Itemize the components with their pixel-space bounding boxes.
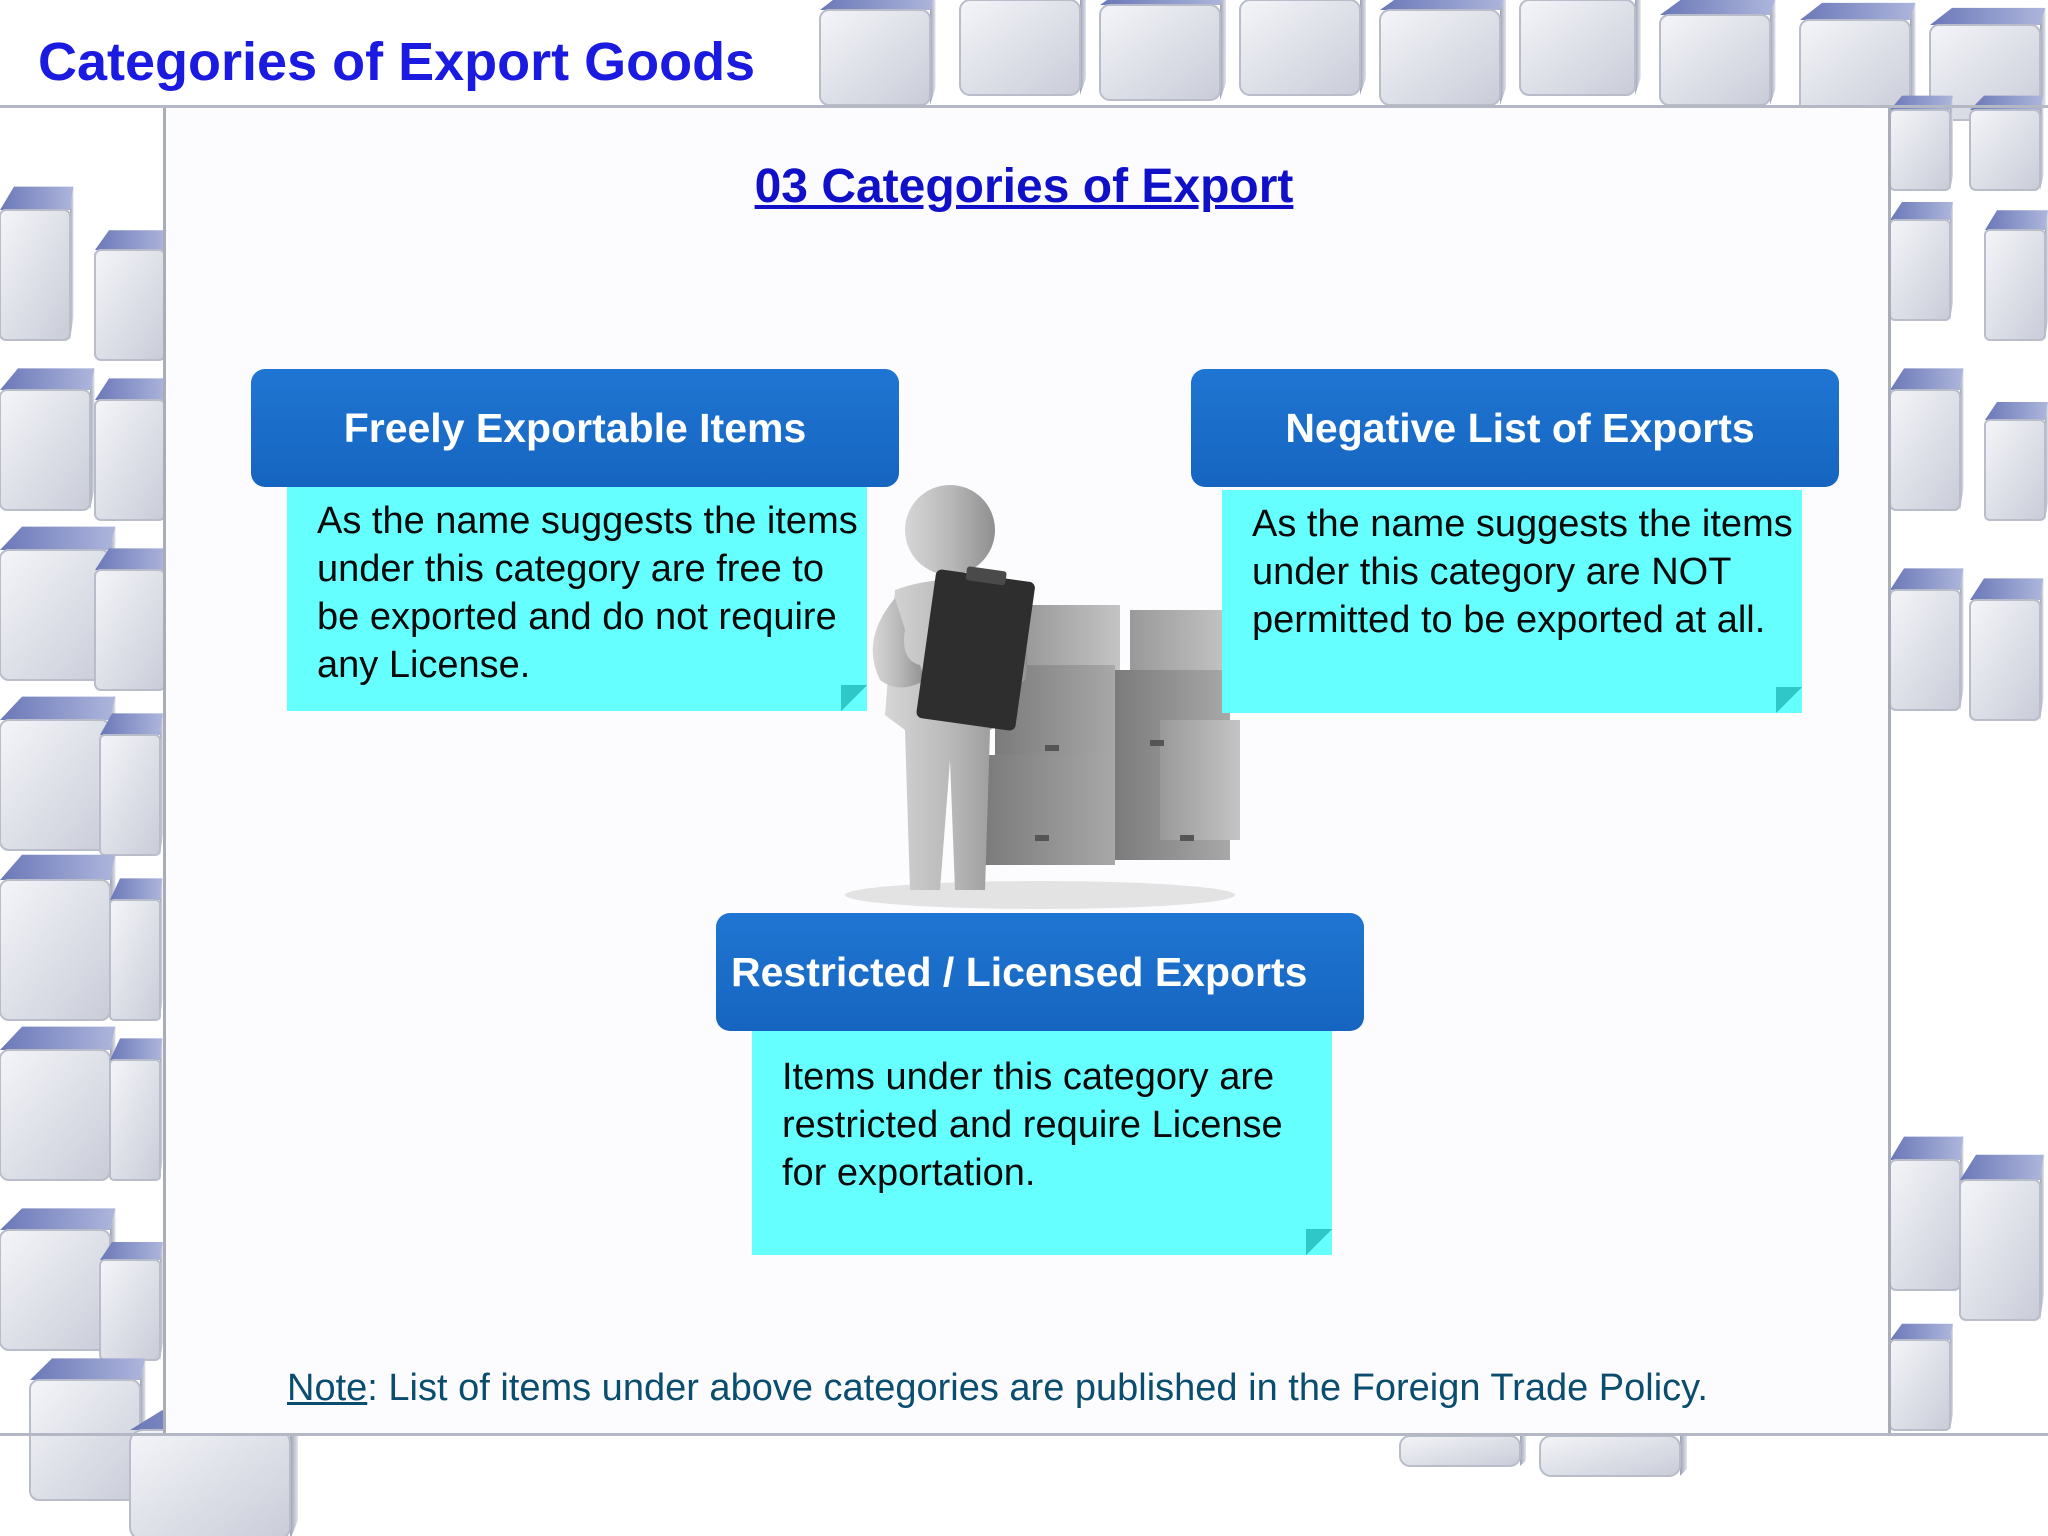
person-clipboard-illustration (845, 485, 1240, 909)
decorative-cube (109, 878, 163, 1021)
category-header-negative-list: Negative List of Exports (1191, 369, 1839, 487)
footnote: Note: List of items under above categori… (287, 1364, 1708, 1412)
decorative-cube (1519, 0, 1641, 96)
decorative-cube (94, 548, 169, 691)
decorative-cube (109, 1038, 163, 1181)
decorative-cube (29, 1358, 146, 1501)
decorative-cube (94, 230, 169, 361)
page-fold (841, 685, 867, 711)
decorative-cube (0, 1026, 116, 1181)
decorative-cube (0, 368, 95, 511)
page-fold (1306, 1229, 1332, 1255)
category-description-freely-exportable: As the name suggests the items under thi… (287, 487, 867, 711)
decorative-cube (1889, 368, 1964, 511)
decorative-cube (1659, 0, 1776, 106)
decorative-cube (1889, 1136, 1964, 1291)
decorative-cube (1984, 210, 2048, 341)
decorative-cube (819, 0, 936, 106)
decorative-cube (99, 1242, 163, 1361)
decorative-cube (1379, 0, 1506, 106)
description-text: As the name suggests the items under thi… (1252, 503, 1793, 641)
decorative-cube (1799, 2, 1916, 116)
top-divider (0, 105, 2048, 108)
note-text: : List of items under above categories a… (367, 1367, 1708, 1409)
category-header-restricted-licensed: Restricted / Licensed Exports (716, 913, 1364, 1031)
decorative-cube (1969, 578, 2044, 721)
category-description-restricted-licensed: Items under this category are restricted… (752, 1031, 1332, 1255)
decorative-cube (1889, 568, 1964, 711)
slide-title: Categories of Export Goods (38, 32, 756, 92)
decorative-cube (94, 378, 169, 521)
note-label: Note (287, 1367, 368, 1409)
decorative-cube (99, 713, 163, 856)
decorative-cube (959, 0, 1086, 96)
decorative-cube (1889, 202, 1953, 321)
decorative-cube (0, 696, 116, 851)
decorative-cube (0, 186, 74, 341)
decorative-cube (0, 854, 116, 1021)
category-description-negative-list: As the name suggests the items under thi… (1222, 490, 1802, 713)
decorative-cube (0, 1208, 116, 1351)
page-fold (1776, 687, 1802, 713)
decorative-cube (1984, 402, 2048, 521)
description-text: Items under this category are restricted… (782, 1056, 1283, 1194)
category-header-freely-exportable: Freely Exportable Items (251, 369, 899, 487)
description-text: As the name suggests the items under thi… (317, 500, 858, 686)
bottom-divider (0, 1433, 2048, 1436)
decorative-cube (1969, 95, 2044, 191)
decorative-cube (1099, 0, 1226, 101)
decorative-cube (1959, 1154, 2044, 1321)
decorative-cube (1239, 0, 1366, 96)
slide-subtitle: 03 Categories of Export (754, 160, 1294, 213)
decorative-cube (1889, 1323, 1953, 1431)
